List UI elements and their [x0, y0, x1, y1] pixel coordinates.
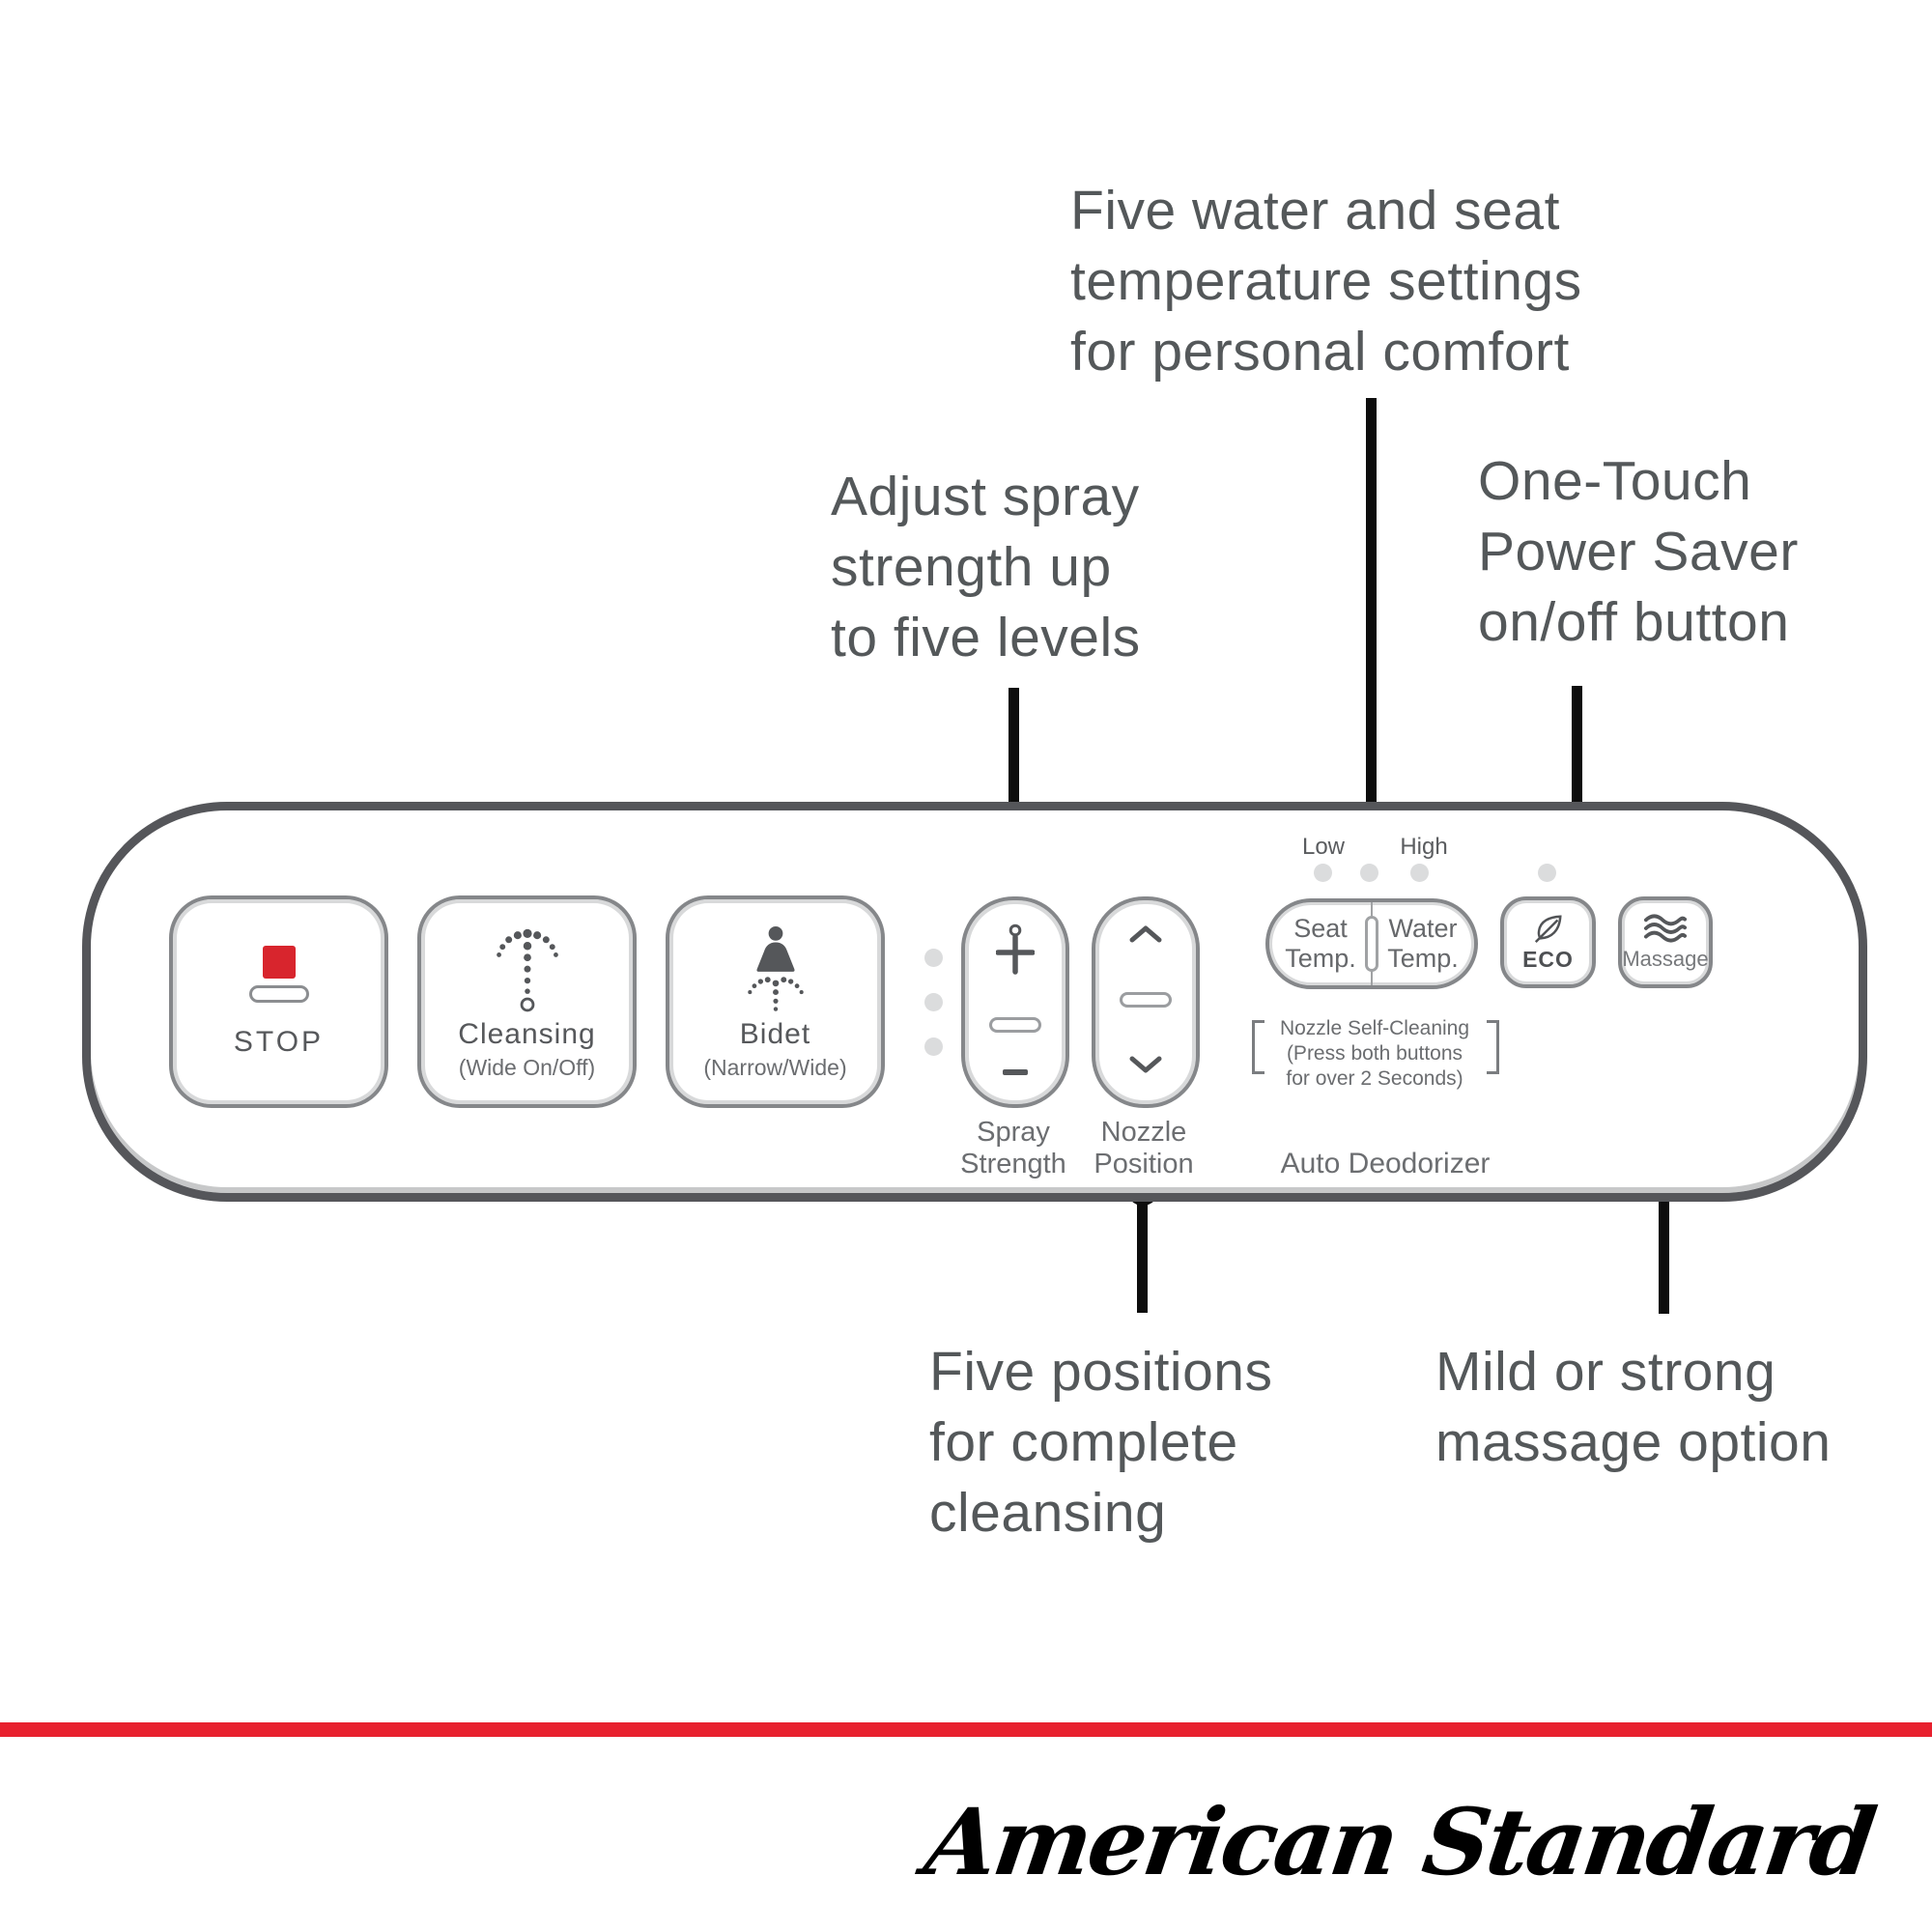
spray-led-dot [924, 993, 943, 1011]
bidet-woman-icon [747, 925, 804, 1011]
note-bracket-right [1487, 1020, 1499, 1074]
note-bracket-left [1252, 1020, 1264, 1074]
stop-label: STOP [233, 1025, 325, 1058]
seat-temp-button[interactable]: Seat Temp. [1285, 914, 1356, 973]
stop-icon [262, 945, 296, 979]
callout-line-nozzle [1137, 1189, 1148, 1313]
cleansing-label: Cleansing [458, 1017, 596, 1050]
rocker-pivot-pill [1120, 991, 1172, 1008]
massage-waves-icon [1643, 914, 1688, 942]
spray-strength-rocker[interactable] [961, 896, 1069, 1108]
eco-leaf-icon [1534, 915, 1562, 944]
chevron-down-icon [1129, 1056, 1162, 1073]
temp-led-dot [1314, 864, 1332, 882]
rocker-pivot-pill [989, 1016, 1041, 1033]
cleansing-button[interactable]: Cleansing (Wide On/Off) [417, 895, 637, 1108]
spray-plus-icon [996, 923, 1035, 975]
brand-red-line [0, 1722, 1932, 1737]
cleansing-sublabel: (Wide On/Off) [458, 1054, 596, 1080]
spray-led-dot [924, 1037, 943, 1056]
callout-line-spray [1009, 688, 1019, 896]
water-temp-button[interactable]: Water Temp. [1387, 914, 1459, 973]
spray-strength-label: Spray Strength [960, 1117, 1066, 1179]
spray-minus-icon [1003, 1069, 1028, 1075]
eco-led-dot [1538, 864, 1556, 882]
nozzle-position-rocker[interactable] [1092, 896, 1200, 1108]
temp-led-dot [1410, 864, 1429, 882]
temp-center-pill [1365, 916, 1378, 972]
callout-line-temperature [1366, 398, 1377, 842]
cleansing-spray-icon [496, 928, 558, 1011]
temp-low-label: Low [1301, 834, 1346, 860]
chevron-up-icon [1129, 925, 1162, 943]
self-cleaning-note: Nozzle Self-Cleaning (Press both buttons… [1279, 1017, 1470, 1090]
stop-base-icon [248, 984, 309, 1003]
callout-line-power-saver [1572, 686, 1582, 895]
callout-positions-text: Five positions for complete cleansing [929, 1341, 1273, 1544]
massage-button[interactable]: Massage [1618, 896, 1713, 988]
callout-power-saver-text: One-Touch Power Saver on/off button [1478, 450, 1799, 653]
american-standard-logo: American Standard [919, 1789, 1880, 1896]
eco-button[interactable]: ECO [1500, 896, 1596, 988]
bidet-label: Bidet [739, 1017, 811, 1050]
massage-label: Massage [1622, 946, 1709, 971]
temp-high-label: High [1400, 834, 1448, 860]
bidet-sublabel: (Narrow/Wide) [703, 1054, 847, 1080]
callout-temperature-text: Five water and seat temperature settings… [1070, 180, 1582, 383]
stop-button[interactable]: STOP [169, 895, 388, 1108]
auto-deodorizer-label: Auto Deodorizer [1280, 1148, 1491, 1179]
spray-led-dot [924, 949, 943, 967]
temperature-button-group: Seat Temp. Water Temp. [1265, 898, 1478, 989]
callout-massage-text: Mild or strong massage option [1435, 1341, 1832, 1473]
eco-label: ECO [1522, 947, 1574, 972]
temp-led-dot [1360, 864, 1378, 882]
nozzle-position-label: Nozzle Position [1094, 1117, 1194, 1179]
callout-spray-text: Adjust spray strength up to five levels [831, 466, 1141, 668]
bidet-button[interactable]: Bidet (Narrow/Wide) [666, 895, 885, 1108]
